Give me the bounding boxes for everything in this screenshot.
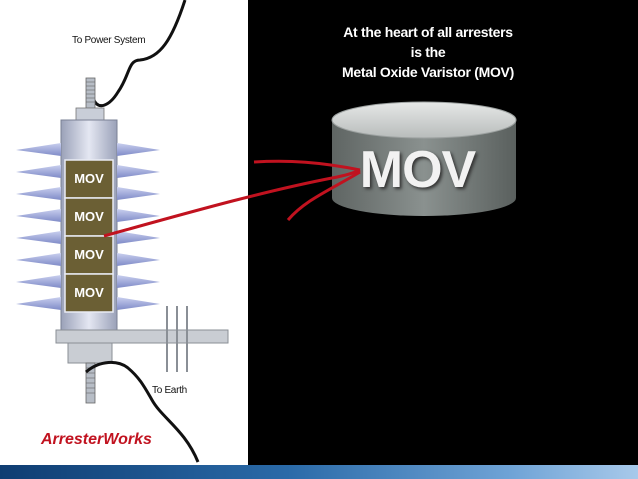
connector-line-2 bbox=[253, 159, 361, 172]
bottom-terminal-threads bbox=[86, 367, 95, 394]
earth-lead-wire bbox=[85, 361, 200, 463]
mov-block-label-3: MOV bbox=[74, 247, 104, 262]
mov-block-3 bbox=[64, 235, 114, 275]
bottom-gradient-bar bbox=[0, 465, 638, 479]
mov-cylinder-side bbox=[332, 120, 516, 216]
arrester-illustration bbox=[16, 0, 517, 463]
power-lead-wire bbox=[91, 0, 187, 108]
bracket-bolts bbox=[166, 306, 188, 372]
brand-logo-text: ArresterWorks bbox=[41, 431, 152, 448]
earth-label: To Earth bbox=[152, 385, 187, 396]
insulator-sheds bbox=[16, 143, 160, 310]
mov-block-label-1: MOV bbox=[74, 171, 104, 186]
connector-line-3 bbox=[286, 170, 361, 221]
heading-text: At the heart of all arresters is the Met… bbox=[318, 22, 538, 82]
heading-line-1: At the heart of all arresters bbox=[343, 24, 513, 40]
power-system-label: To Power System bbox=[72, 35, 146, 46]
base-block bbox=[67, 342, 113, 364]
mounting-bracket bbox=[55, 329, 229, 344]
mov-block-4 bbox=[64, 273, 114, 313]
mov-block-label-4: MOV bbox=[74, 285, 104, 300]
connector-line-1 bbox=[103, 168, 361, 238]
top-terminal-threads bbox=[86, 81, 95, 103]
mov-cylinder-top bbox=[331, 101, 517, 139]
mov-block-label-2: MOV bbox=[74, 209, 104, 224]
top-terminal bbox=[85, 77, 96, 109]
mov-explainer-panel bbox=[248, 0, 638, 465]
heading-line-3: Metal Oxide Varistor (MOV) bbox=[342, 64, 514, 80]
mov-cylinder-label: MOV bbox=[359, 141, 476, 199]
mov-block-1 bbox=[64, 159, 114, 199]
heading-line-2: is the bbox=[410, 44, 446, 60]
